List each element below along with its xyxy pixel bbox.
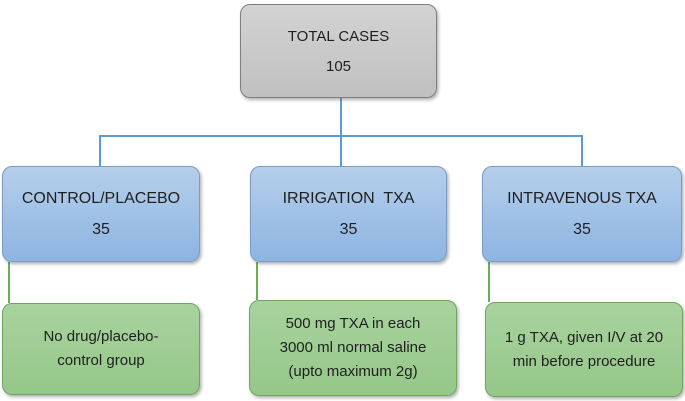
connector-irrigation-detail — [256, 262, 258, 300]
irrigation-txa-box: IRRIGATION TXA 35 — [250, 166, 447, 262]
irrigation-txa-label: IRRIGATION TXA — [282, 189, 415, 207]
total-cases-box: TOTAL CASES 105 — [240, 4, 437, 98]
connector-stub-control — [99, 137, 101, 166]
irrigation-txa-count: 35 — [339, 220, 358, 238]
connector-root-vertical — [340, 98, 342, 137]
connector-stub-intravenous — [581, 137, 583, 166]
control-placebo-count: 35 — [92, 220, 110, 238]
connector-stub-irrigation — [340, 137, 342, 166]
intravenous-txa-label: INTRAVENOUS TXA — [507, 189, 657, 207]
control-placebo-box: CONTROL/PLACEBO 35 — [2, 166, 200, 262]
connector-intravenous-detail — [488, 262, 490, 302]
total-cases-value: 105 — [325, 57, 352, 75]
connector-control-detail — [8, 262, 10, 303]
intravenous-txa-count: 35 — [573, 220, 591, 238]
total-cases-label: TOTAL CASES — [287, 27, 390, 45]
intravenous-detail-box: 1 g TXA, given I/V at 20 min before proc… — [485, 302, 683, 397]
control-placebo-label: CONTROL/PLACEBO — [21, 189, 181, 207]
intravenous-txa-box: INTRAVENOUS TXA 35 — [482, 166, 682, 262]
connector-horizontal-bar — [99, 135, 583, 137]
irrigation-detail-box: 500 mg TXA in each 3000 ml normal saline… — [249, 300, 457, 396]
control-detail-box: No drug/placebo- control group — [2, 303, 200, 395]
